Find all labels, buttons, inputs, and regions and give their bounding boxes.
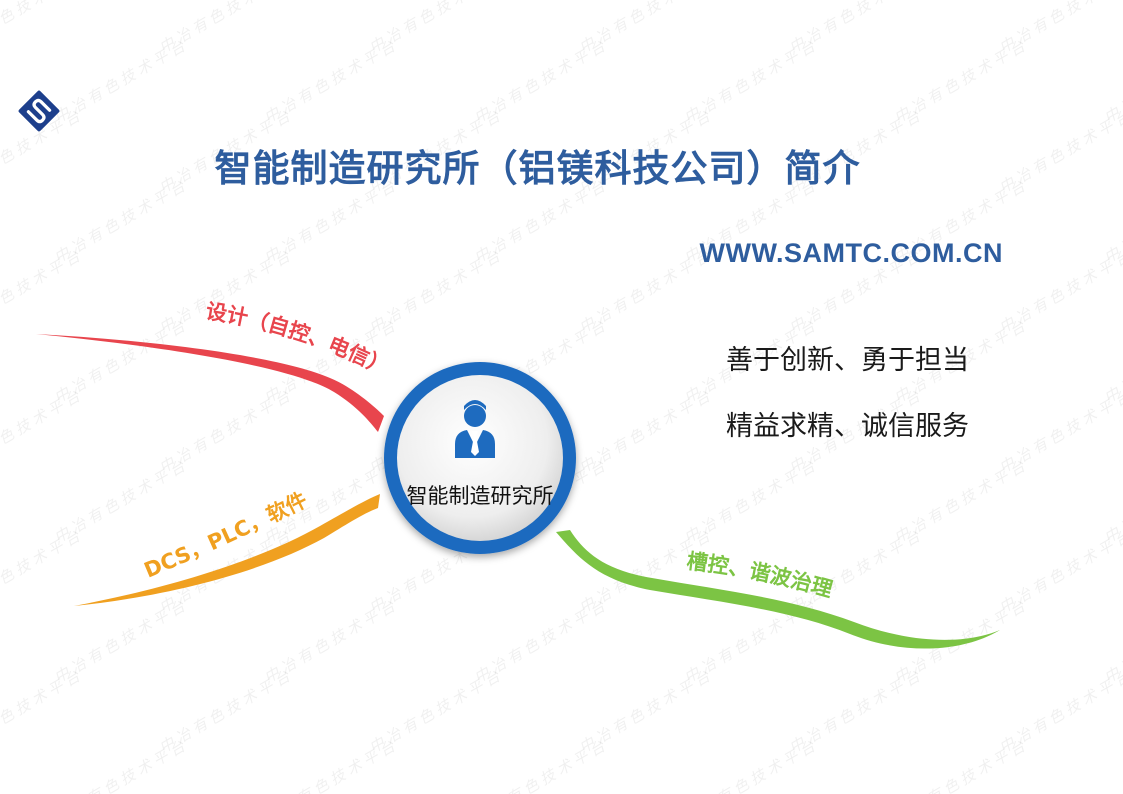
branch-cell-control xyxy=(556,530,1000,649)
businessman-icon xyxy=(455,400,495,458)
slogan-service: 精益求精、诚信服务 xyxy=(726,411,969,442)
company-s-logo-icon xyxy=(18,90,60,132)
page-title: 智能制造研究所（铝镁科技公司）简介 xyxy=(214,147,861,190)
branch-dcs-plc xyxy=(74,494,380,606)
slogan-innovation: 善于创新、勇于担当 xyxy=(726,345,969,376)
center-node-label: 智能制造研究所 xyxy=(406,484,554,508)
website-url: WWW.SAMTC.COM.CN xyxy=(699,238,1003,268)
branch-design xyxy=(36,334,384,432)
